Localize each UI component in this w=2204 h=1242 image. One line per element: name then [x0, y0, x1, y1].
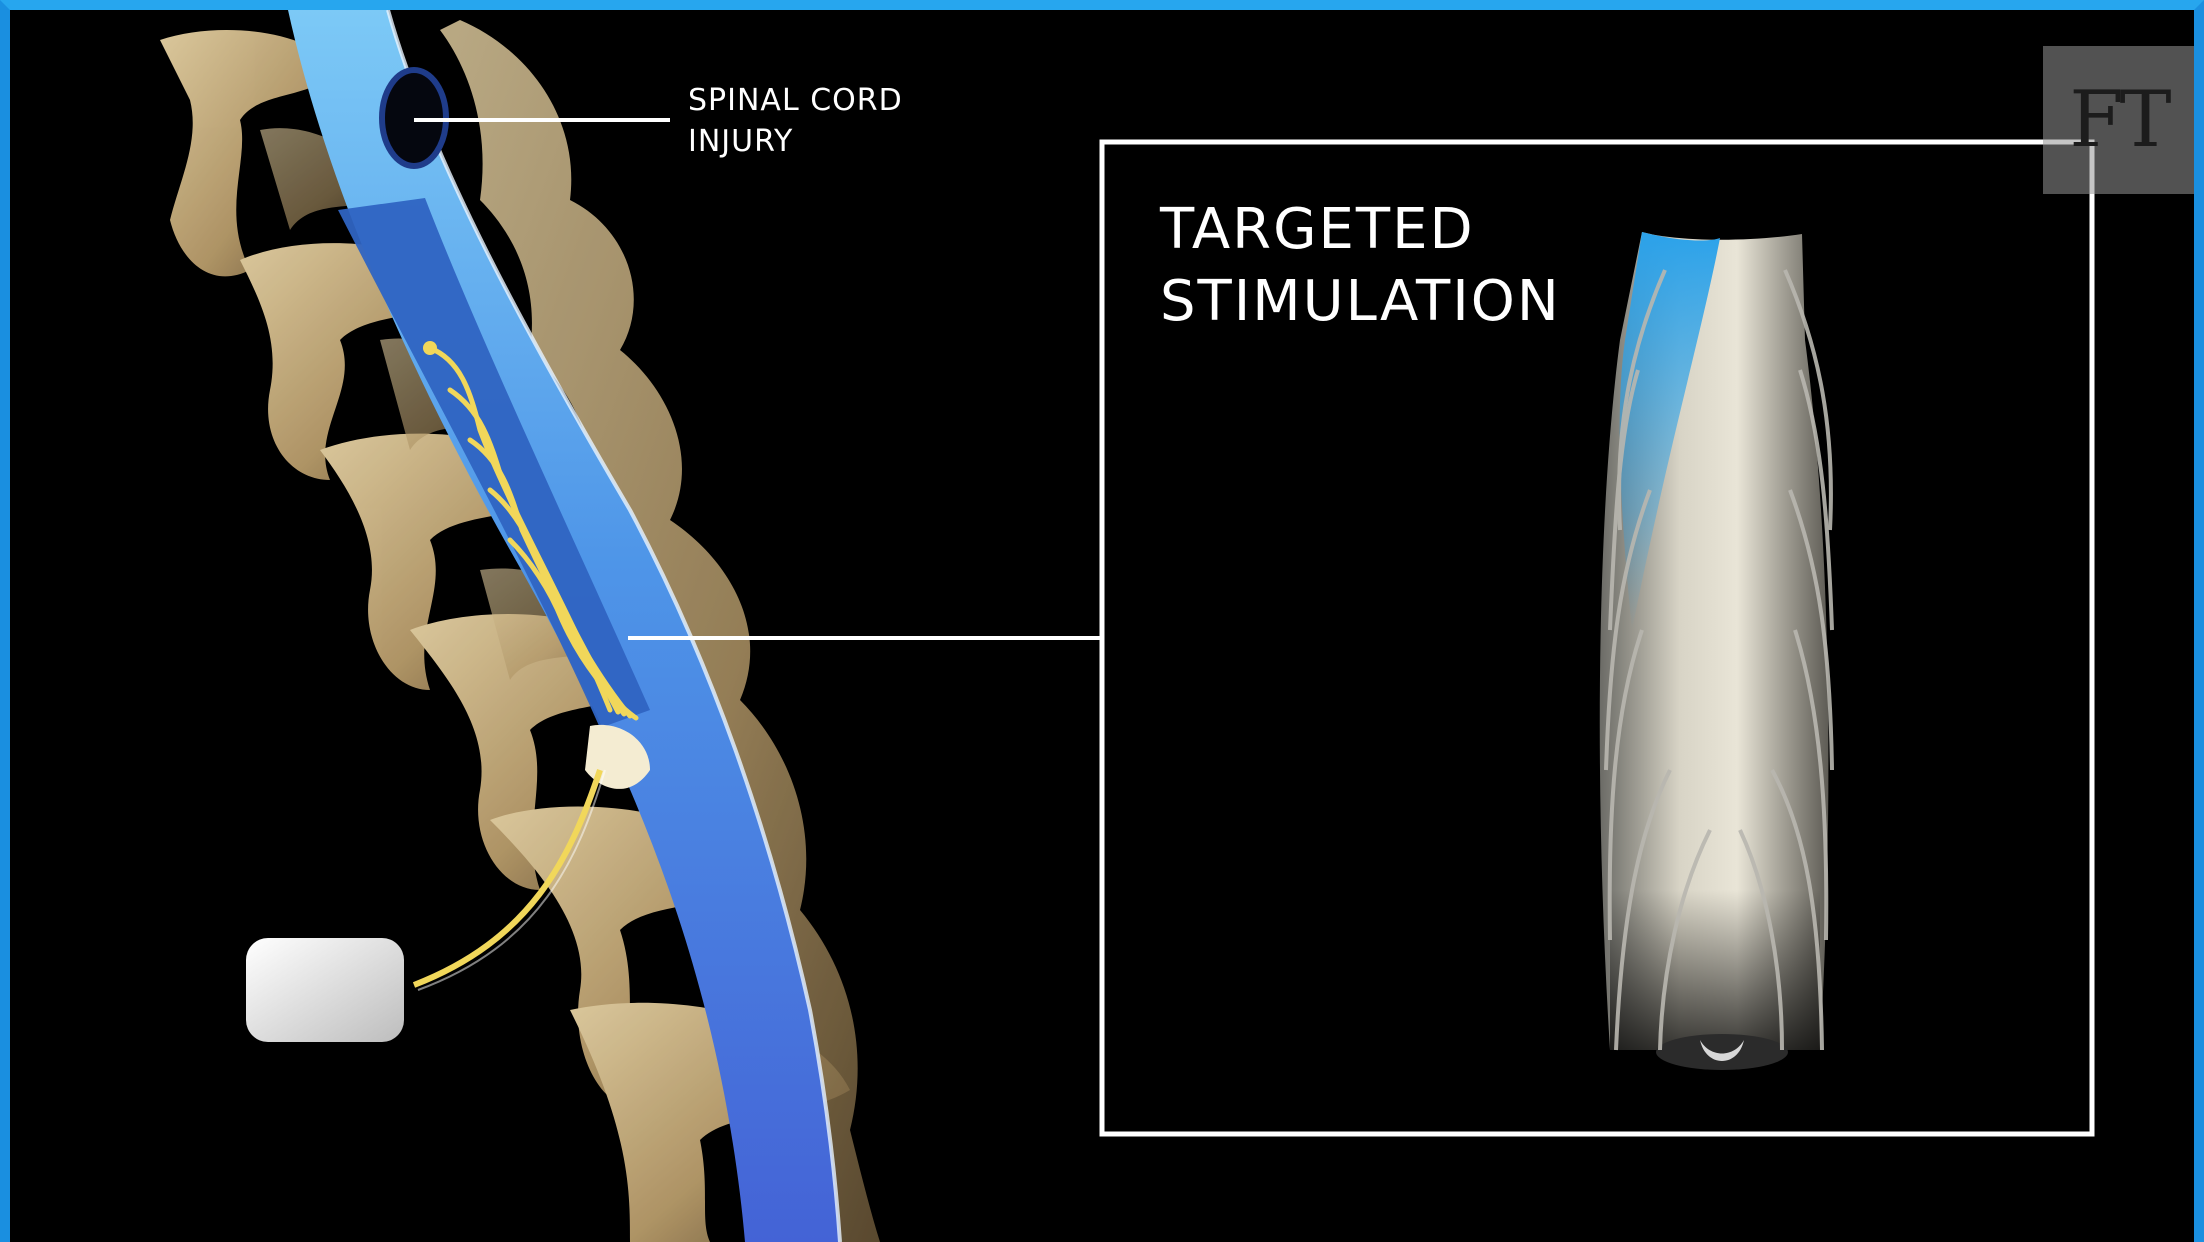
spine-illustration: [10, 10, 2194, 1242]
ft-logo: FT: [2043, 46, 2194, 194]
inset-title-line-1: TARGETED: [1160, 197, 1475, 262]
targeted-stimulation-title: TARGETED STIMULATION: [1160, 194, 1561, 338]
injury-label-line-2: INJURY: [688, 124, 793, 159]
ft-logo-text: FT: [2069, 81, 2167, 159]
stimulator-device: [246, 938, 404, 1042]
injury-label-line-1: SPINAL CORD: [688, 83, 903, 118]
spinal-cord-injury-label: SPINAL CORD INJURY: [688, 80, 903, 162]
inset-title-line-2: STIMULATION: [1160, 269, 1561, 334]
